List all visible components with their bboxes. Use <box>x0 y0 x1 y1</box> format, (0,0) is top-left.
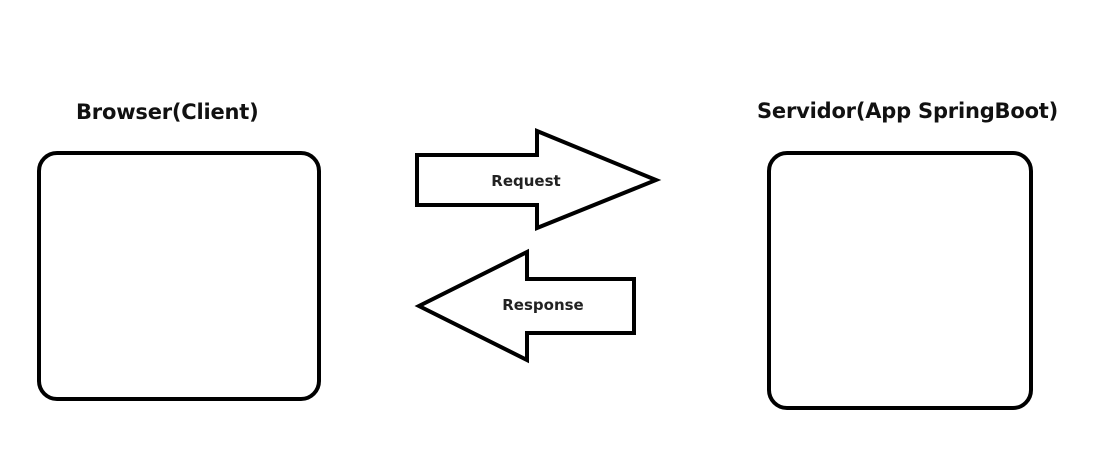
client-box <box>37 151 321 401</box>
response-label: Response <box>502 296 583 314</box>
request-arrow: Request <box>415 128 662 231</box>
client-title: Browser(Client) <box>76 100 259 124</box>
request-arrow-shape <box>415 128 662 231</box>
request-label: Request <box>491 172 560 190</box>
server-box <box>767 151 1033 410</box>
server-title: Servidor(App SpringBoot) <box>757 99 1059 123</box>
response-arrow-shape <box>414 248 636 364</box>
response-arrow: Response <box>414 248 636 364</box>
